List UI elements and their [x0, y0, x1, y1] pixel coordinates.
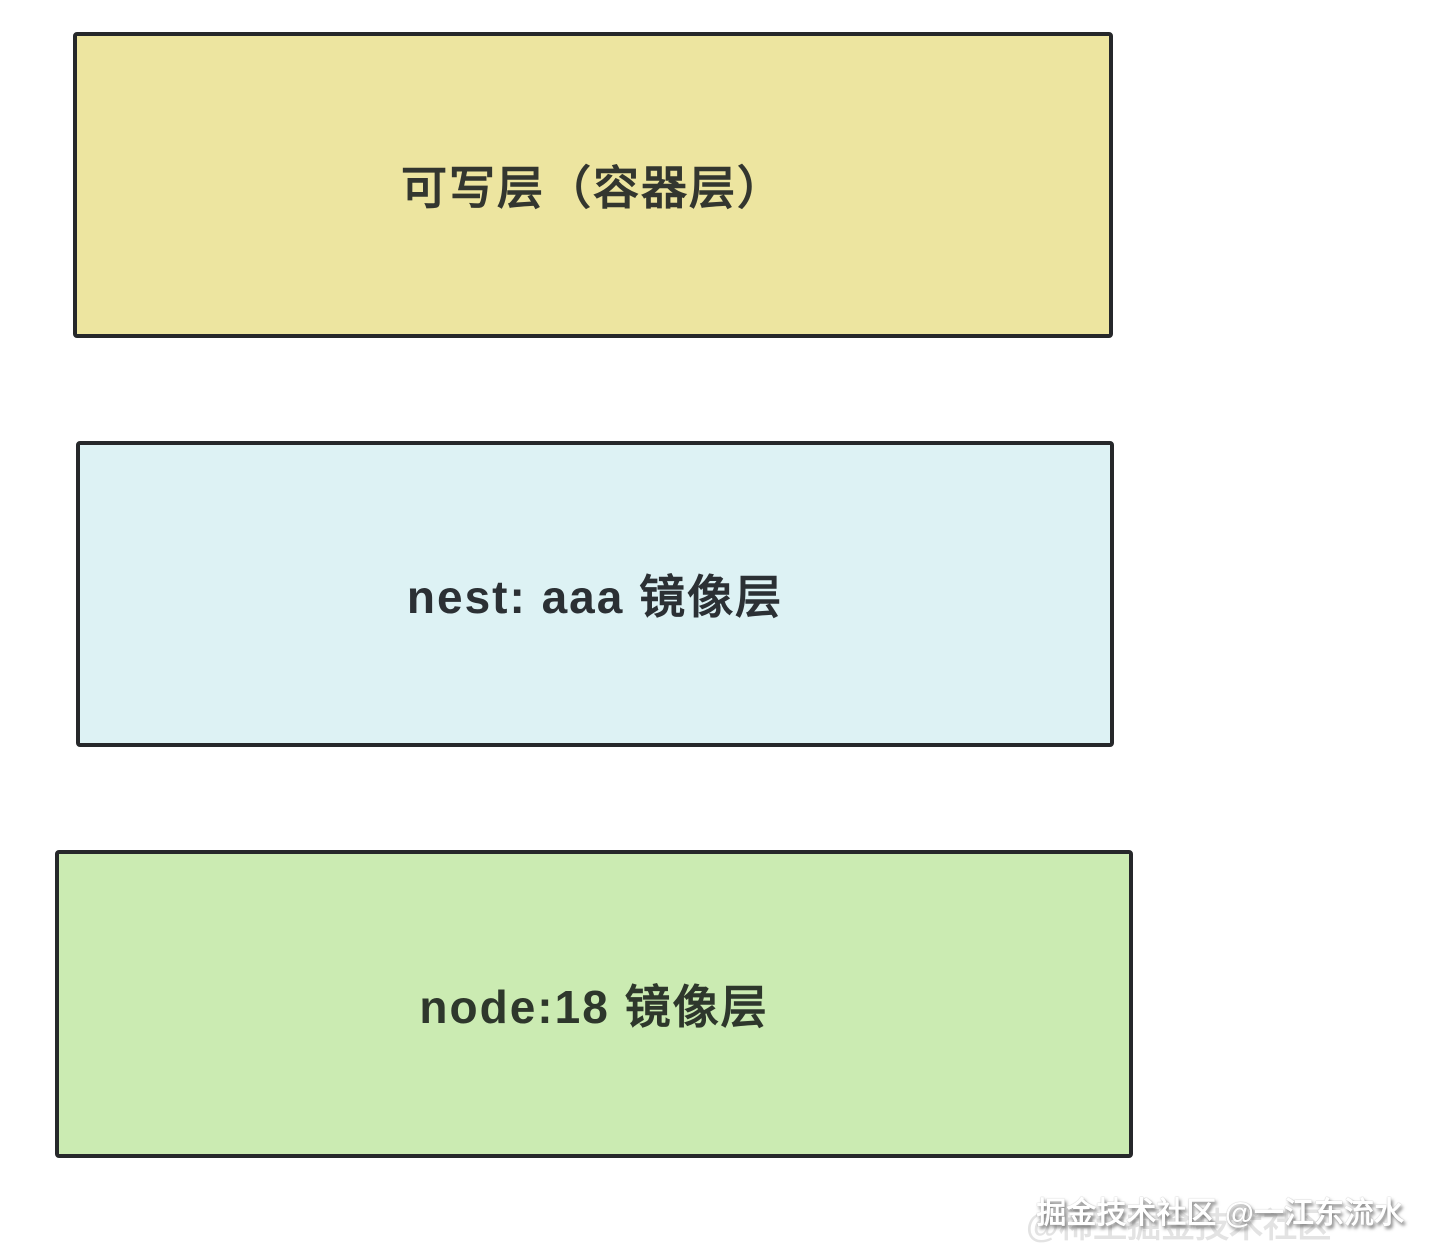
layer-box-node-image: node:18 镜像层: [55, 850, 1133, 1158]
layer-box-nest-image: nest: aaa 镜像层: [76, 441, 1114, 747]
watermark-main: 掘金技术社区 @一江东流水: [1036, 1197, 1404, 1230]
watermark-faint: @稀土掘金技术社区: [1026, 1207, 1332, 1245]
layer-box-writable: 可写层（容器层）: [73, 32, 1113, 338]
layer-label-node-image: node:18 镜像层: [419, 981, 769, 1033]
layer-label-writable: 可写层（容器层）: [401, 162, 785, 214]
layer-label-nest-image: nest: aaa 镜像层: [406, 571, 784, 623]
